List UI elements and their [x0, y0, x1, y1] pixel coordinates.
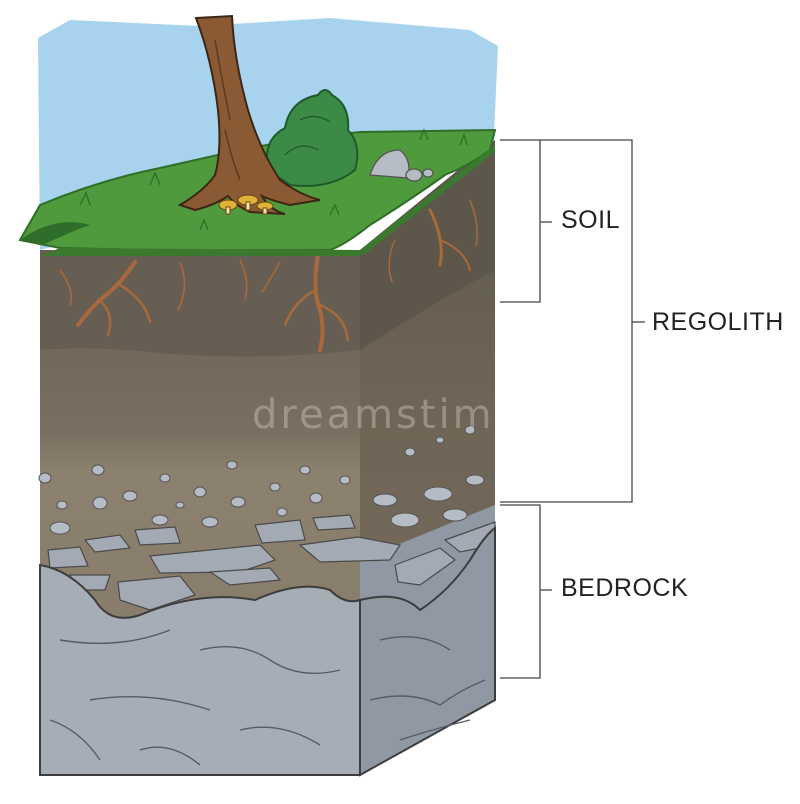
roots	[59, 199, 478, 352]
watermark: dreamstime	[252, 392, 523, 438]
regolith-pebbles	[38, 425, 485, 535]
shrub	[265, 89, 359, 187]
bedrock-mass	[39, 526, 496, 777]
bedrock-bracket	[500, 504, 552, 679]
bedrock-label: BEDROCK	[561, 574, 689, 602]
regolith-bracket	[500, 139, 645, 503]
soil-label: SOIL	[561, 206, 620, 234]
soil-bracket	[500, 139, 552, 303]
tree-trunk	[177, 14, 321, 215]
regolith-label: REGOLITH	[652, 308, 784, 336]
mushrooms	[218, 194, 274, 215]
surface-stones	[369, 149, 434, 182]
fractured-rock-layer	[47, 514, 496, 611]
